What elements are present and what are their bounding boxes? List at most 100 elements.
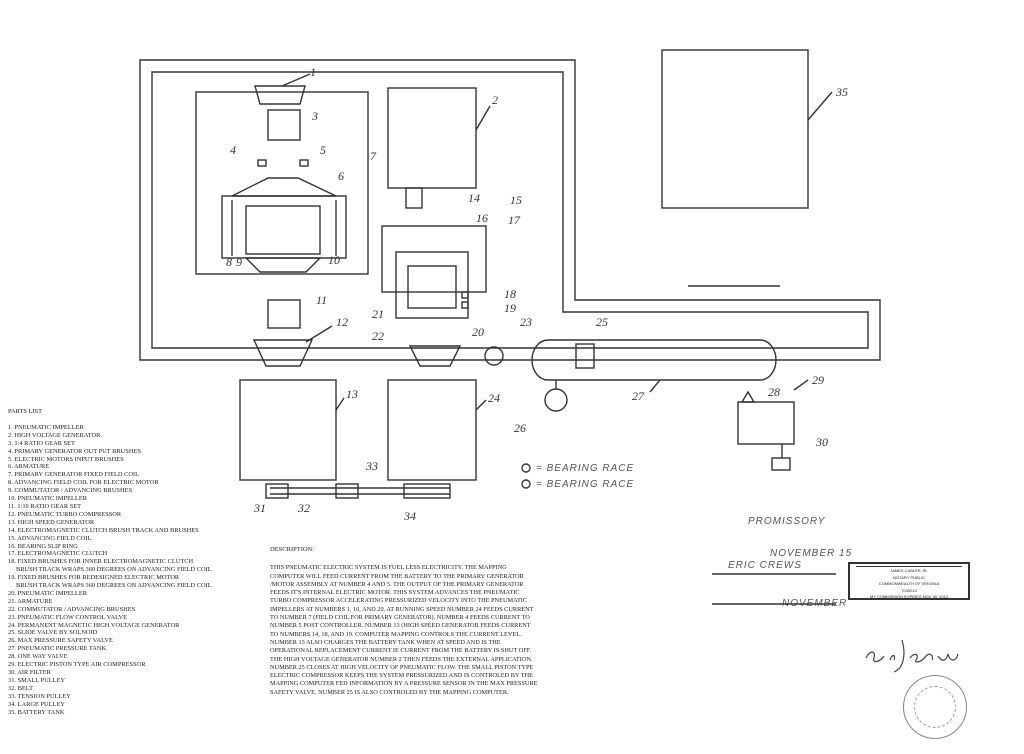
- parts-list-item: 18. FIXED BRUSHES FOR INNER ELECTROMAGNE…: [8, 558, 212, 574]
- label-28: 28: [768, 385, 780, 399]
- safety-valve: [544, 388, 568, 412]
- label-33: 33: [365, 459, 378, 473]
- parts-list-item: 16. BEARING SLIP RING: [8, 542, 78, 550]
- parts-list-item: 14. ELECTROMAGNETIC CLUTCH BRUSH TRACK A…: [8, 526, 199, 534]
- outer-pneumatic-loop: [139, 59, 881, 361]
- parts-list-item: 7. PRIMARY GENERATOR FIXED FIELD COIL: [8, 471, 140, 479]
- air-filter: [771, 457, 791, 471]
- label-12: 12: [336, 315, 348, 329]
- parts-list-item: 27. PNEUMATIC PRESSURE TANK: [8, 645, 107, 653]
- label-20: 20: [472, 325, 484, 339]
- large-pulley: [403, 483, 451, 499]
- label-29: 29: [812, 373, 824, 387]
- signature: [865, 639, 959, 673]
- small-pulley: [265, 483, 289, 499]
- label-1: 1: [310, 65, 316, 79]
- label-25: 25: [596, 315, 608, 329]
- label-35: 35: [835, 85, 848, 99]
- label-10: 10: [328, 253, 340, 267]
- handwriting-3: ERIC CREWS: [728, 560, 802, 571]
- label-9: 9: [236, 255, 242, 269]
- parts-list-item: 34. LARGE PULLEY: [8, 700, 65, 708]
- parts-list-item: 20. PNEUMATIC IMPELLER: [8, 589, 87, 597]
- parts-list-item: 12. PNEUMATIC TURBO COMPRESSOR: [8, 510, 122, 518]
- parts-list-item: 32. BELT: [8, 684, 33, 692]
- parts-list-item: 8. ADVANCING FIELD COIL FOR ELECTRIC MOT…: [8, 479, 159, 487]
- label-32: 32: [297, 501, 310, 515]
- slide-valve: [575, 343, 595, 369]
- label-6: 6: [338, 169, 344, 183]
- parts-list-item: 1. PNEUMATIC IMPELLER: [8, 423, 84, 431]
- label-26: 26: [514, 421, 526, 435]
- notary-stamp: JAMES CABLER JR. Notary Public Commonwea…: [848, 562, 970, 600]
- brush-4: [257, 159, 267, 167]
- label-21: 21: [372, 307, 384, 321]
- notary-title: Notary Public: [893, 574, 925, 580]
- leader-2: [475, 105, 491, 131]
- notary-seal: [903, 675, 967, 739]
- leader-29: [793, 379, 809, 391]
- legend-bearing-race-2: = BEARING RACE: [536, 479, 634, 490]
- description-text: THIS PNEUMATIC ELECTRIC SYSTEM IS FUEL L…: [270, 564, 538, 696]
- label-7: 7: [370, 149, 377, 163]
- notary-state: Commonwealth of Virginia: [878, 581, 940, 586]
- label-34: 34: [403, 509, 416, 523]
- inner-pneumatic-loop: [151, 71, 869, 349]
- leader-27: [649, 379, 661, 393]
- armature-21: [407, 265, 457, 309]
- parts-list-item: 5. ELECTRIC MOTORS INPUT BRUSHES: [8, 455, 124, 463]
- legend-bearing-race-1: = BEARING RACE: [536, 463, 634, 474]
- description-block: DESCRIPTION: THIS PNEUMATIC ELECTRIC SYS…: [270, 546, 540, 697]
- label-15: 15: [510, 193, 522, 207]
- leader-1: [281, 73, 311, 87]
- parts-list-item: 15. ADVANCING FIELD COIL: [8, 534, 92, 542]
- gear-set-3: [267, 109, 301, 141]
- label-14: 14: [468, 191, 480, 205]
- parts-list-item: 23. PNEUMATIC FLOW CONTROL VALVE: [8, 613, 128, 621]
- label-22: 22: [372, 329, 384, 343]
- pneumatic-impeller-10: [244, 257, 322, 273]
- parts-list-item: 35. BATTERY TANK: [8, 708, 65, 716]
- label-13: 13: [346, 387, 358, 401]
- piston-compressor: [737, 401, 795, 445]
- parts-list-item: 24. PERMANENT MAGNETIC HIGH VOLTAGE GENE…: [8, 621, 180, 629]
- label-23: 23: [520, 315, 532, 329]
- shaft-2: [405, 187, 423, 209]
- label-24: 24: [488, 391, 500, 405]
- pressure-tank: [531, 339, 777, 381]
- parts-list-item: 30. AIR FILTER: [8, 669, 51, 676]
- parts-list-item: 26. MAX PRESSURE SAFETY VALVE: [8, 637, 113, 645]
- brush-18: [461, 291, 469, 299]
- parts-list-item: 25. SLIDE VALVE BY SOLNOID: [8, 629, 98, 637]
- label-17: 17: [508, 213, 521, 227]
- turbo-compressor-12: [252, 339, 314, 367]
- notary-expires: My Commission Expires Nov 30, 2013: [869, 594, 949, 599]
- handwriting-2: NOVEMBER 15: [770, 548, 852, 559]
- description-title: DESCRIPTION:: [270, 546, 315, 553]
- parts-list-item: 31. SMALL PULLEY: [8, 676, 66, 684]
- parts-list-item: 22. COMMUTATOR / ADVANCING BRUSHES: [8, 605, 136, 613]
- parts-list-item: 21. ARMATURE: [8, 597, 53, 605]
- label-27: 27: [632, 389, 645, 403]
- parts-list-item: 33. TENSION PULLEY: [8, 692, 71, 700]
- handwriting-1: PROMISSORY: [748, 516, 826, 527]
- one-way-valve: [740, 390, 756, 403]
- leader-35: [807, 91, 833, 121]
- label-5: 5: [320, 143, 326, 157]
- high-speed-generator: [239, 379, 337, 481]
- brush-5: [299, 159, 309, 167]
- label-3: 3: [311, 109, 318, 123]
- brush-19: [461, 301, 469, 309]
- parts-list-item: 2. HIGH VOLTAGE GENERATOR: [8, 431, 101, 439]
- primary-gen-top: [231, 177, 337, 197]
- label-8: 8: [226, 255, 232, 269]
- leader-24: [475, 399, 487, 411]
- parts-list-title: PARTS LIST: [8, 408, 43, 415]
- parts-list-item: 6. ARMATURE: [8, 463, 50, 471]
- parts-list-item: 17. ELECTROMAGNETIC CLUTCH: [8, 550, 108, 558]
- high-voltage-generator: [387, 87, 477, 189]
- parts-list-item: 11. 1:10 RATIO GEAR SET: [8, 502, 82, 510]
